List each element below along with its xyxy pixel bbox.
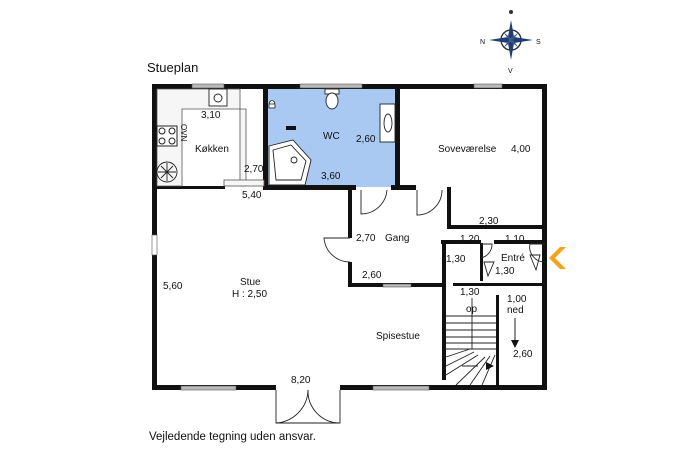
plan-title: Stueplan [147,60,199,75]
front-door [275,389,341,424]
dim-bedroom-bottom: 2,30 [479,216,499,227]
room-label-entre: Entré [501,253,525,264]
dim-gang-bottom: 2,60 [362,270,382,281]
small-fixture-icon [268,100,276,109]
dim-entre-side: 1,30 [495,266,515,277]
compass-n-label: N [480,39,485,46]
dim-hall-right-top: 1,10 [505,234,525,245]
compass-v-label: V [508,68,513,75]
staircase [445,298,496,386]
room-label-stue: Stue [240,277,261,288]
room-label-kokken: Køkken [195,144,229,155]
door-swings [323,189,546,278]
compass-rose-icon [489,10,533,60]
compass-s-label: S [536,39,541,46]
dim-stair-top: 1,30 [460,287,480,298]
dim-ned-width: 1,00 [507,294,527,305]
wc-sink-icon [379,103,396,143]
dim-bottom-width: 8,20 [291,375,311,386]
dim-stue-side: 5,60 [163,281,183,292]
stair-op-label: op [466,304,478,315]
oven-label: OVN [179,124,188,142]
room-label-gang: Gang [385,233,409,244]
windows [151,83,503,391]
dim-kitchen-top: 3,10 [201,110,221,121]
disclaimer-text: Vejledende tegning uden ansvar. [149,431,316,443]
room-label-sovevaerelse: Soveværelse [438,144,497,155]
kitchen-counter [156,88,265,187]
dim-ned-length: 2,60 [513,349,533,360]
dim-kitchen-side: 2,70 [244,164,264,175]
entrance-arrow[interactable] [549,247,566,269]
bathtub-icon [268,139,312,186]
room-label-spisestue: Spisestue [376,331,420,342]
dim-hall-left-top: 1,20 [460,234,480,245]
kitchen-sink-icon [208,88,228,107]
stair-ned-label: ned [507,305,524,316]
fan-icon [156,161,178,183]
stove-icon [156,125,178,147]
dim-bedroom-side: 4,00 [511,144,531,155]
room-label-stue-height: H : 2,50 [232,289,267,300]
dim-gang-side: 2,70 [356,233,376,244]
stair-up-arrow [486,362,494,370]
dim-gang-right: 1,30 [446,254,466,265]
room-label-wc: WC [323,131,340,142]
stair-down-arrow [511,318,519,348]
dim-kitchen-bottom: 5,40 [242,190,262,201]
toilet-icon [324,88,340,110]
dim-wc-height: 2,60 [356,134,376,145]
dim-wc-width: 3,60 [321,171,341,182]
